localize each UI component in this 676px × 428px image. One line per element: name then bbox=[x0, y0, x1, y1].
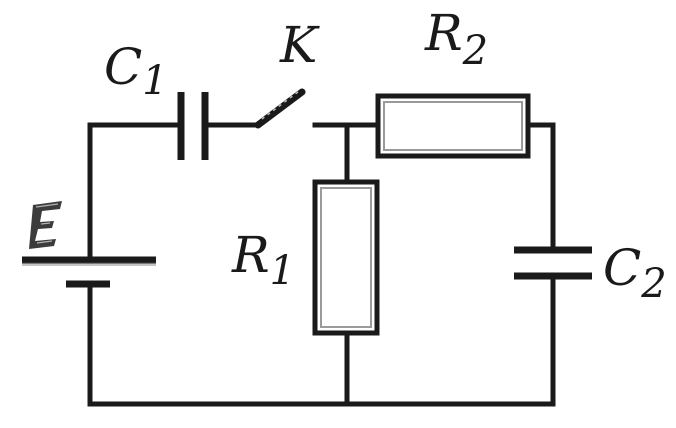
resistor-r2-icon bbox=[375, 93, 531, 159]
battery-symbol-icon bbox=[22, 256, 156, 288]
label-k: K bbox=[279, 16, 320, 74]
label-r2: R2 bbox=[424, 4, 488, 74]
label-r1: R1 bbox=[231, 226, 295, 294]
resistor-r1-icon bbox=[312, 179, 380, 336]
wires bbox=[87, 122, 556, 407]
label-c2: C2 bbox=[603, 239, 667, 307]
emf-e-glyph-icon bbox=[29, 201, 62, 249]
label-c1: C1 bbox=[104, 38, 168, 104]
capacitor-c1-icon bbox=[177, 92, 209, 160]
switch-lever-icon bbox=[254, 88, 306, 129]
capacitor-c2-icon bbox=[514, 246, 592, 280]
